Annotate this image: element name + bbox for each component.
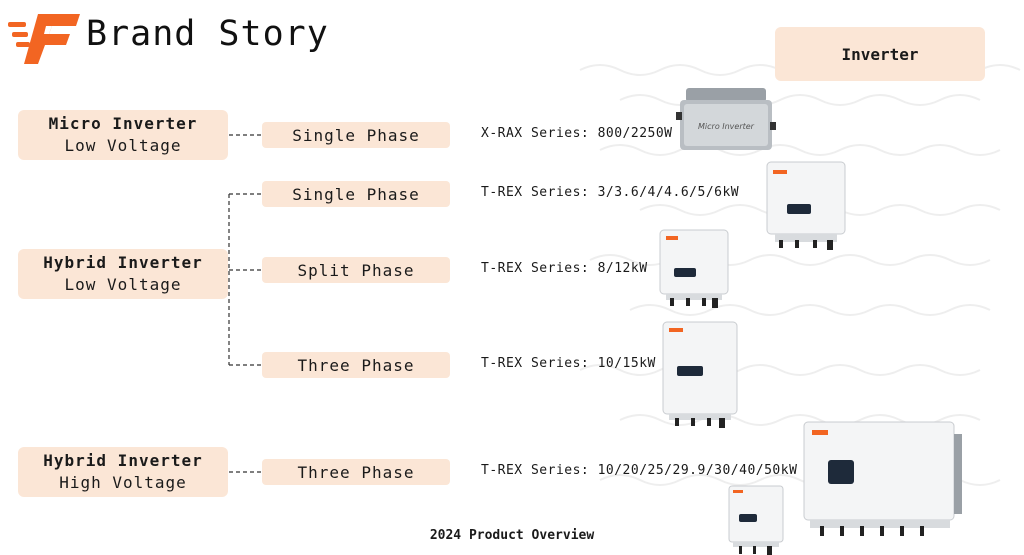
series-label: T-REX Series: 10/20/25/29.9/30/40/50kW [481,463,798,478]
footer-caption: 2024 Product Overview [429,528,595,543]
hybrid-inverter-image [728,485,784,555]
phase-box: Single Phase [262,122,450,148]
series-label: T-REX Series: 8/12kW [481,261,648,276]
page-title: Brand Story [86,14,329,54]
phase-box: Split Phase [262,257,450,283]
phase-box: Three Phase [262,352,450,378]
hybrid-inverter-image [766,161,846,250]
phase-box: Single Phase [262,181,450,207]
category-subtitle: Low Voltage [64,136,182,155]
micro-inverter-image: Micro Inverter [676,88,776,150]
category-title: Hybrid Inverter [43,253,203,272]
category-hybrid-inverter-low-voltage: Hybrid Inverter Low Voltage [18,249,228,299]
series-label: T-REX Series: 10/15kW [481,356,656,371]
phase-box: Three Phase [262,459,450,485]
micro-inverter-label: Micro Inverter [698,122,755,131]
category-subtitle: High Voltage [59,473,187,492]
hybrid-inverter-image [659,229,729,308]
brand-logo-icon [8,14,80,64]
high-voltage-inverter-image [803,421,962,536]
category-micro-inverter-low-voltage: Micro Inverter Low Voltage [18,110,228,160]
hybrid-inverter-image [662,321,738,428]
inverter-tag: Inverter [775,27,985,81]
category-hybrid-inverter-high-voltage: Hybrid Inverter High Voltage [18,447,228,497]
series-label: X-RAX Series: 800/2250W [481,126,673,141]
series-label: T-REX Series: 3/3.6/4/4.6/5/6kW [481,185,740,200]
category-title: Micro Inverter [48,114,198,133]
category-title: Hybrid Inverter [43,451,203,470]
category-subtitle: Low Voltage [64,275,182,294]
